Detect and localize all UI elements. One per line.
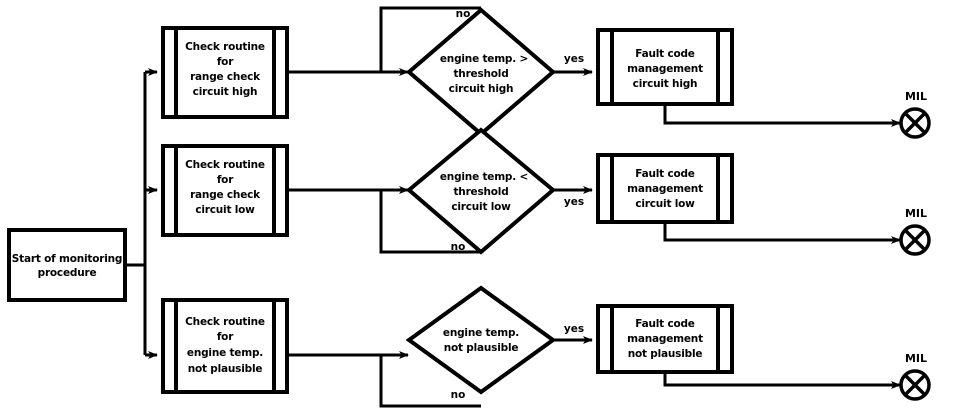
edge-label-yes-low: yes [564,196,584,208]
lamp-icon [899,369,931,401]
start-node[interactable]: Start of monitoring procedure [7,228,127,302]
edge-label-no-low: no [451,241,466,253]
mil-output-low[interactable]: MIL [899,207,931,256]
edge-label-yes-plausible: yes [564,323,584,335]
mil-label-high: MIL [905,90,927,103]
check-routine-low-line4: circuit low [195,204,255,216]
check-routine-box-low[interactable]: Check routine for range check circuit lo… [161,144,289,237]
fault-code-box-plausible[interactable]: Fault code management not plausible [596,304,734,374]
connector-start-to-trunk [125,72,147,355]
check-routine-high-line3: range check [190,71,261,83]
check-routine-box-high[interactable]: Check routine for range check circuit hi… [161,26,289,119]
connector-fault-low-to-mil-low [663,222,901,244]
decision-high-line2: threshold [453,68,508,80]
check-routine-high-line2: for [217,56,234,68]
fault-code-box-high[interactable]: Fault code management circuit high [596,28,734,106]
check-routine-plausible-line3: engine temp. [187,347,263,359]
connector-no-loop-high [379,6,481,74]
check-routine-low-line2: for [217,174,234,186]
start-node-label-line2: procedure [38,267,97,279]
check-routine-low-line1: Check routine [185,159,265,171]
fault-code-low-line1: Fault code [635,168,695,180]
check-routine-box-plausible[interactable]: Check routine for engine temp. not plaus… [161,298,289,394]
mil-label-low: MIL [905,207,927,220]
decision-diamond-high[interactable]: engine temp. > threshold circuit high [405,7,557,137]
mil-output-high[interactable]: MIL [899,90,931,139]
decision-plausible-line1: engine temp. [443,327,519,339]
check-routine-plausible-line1: Check routine [185,316,265,328]
connector-no-loop-low [379,188,481,254]
decision-low-line1: engine temp. < [440,171,528,183]
lamp-icon [899,224,931,256]
edge-label-no-plausible: no [451,389,466,401]
decision-low-line2: threshold [453,186,508,198]
connector-fault-plausible-to-mil-plausible [663,372,901,389]
fault-code-low-line3: circuit low [635,198,695,210]
connector-fault-high-to-mil-high [663,104,901,127]
mil-label-plausible: MIL [905,352,927,365]
fault-code-box-low[interactable]: Fault code management circuit low [596,153,734,224]
edge-label-no-high: no [456,8,471,20]
connector-no-loop-plausible [379,353,481,408]
decision-high-line1: engine temp. > [440,53,528,65]
check-routine-high-line1: Check routine [185,41,265,53]
decision-plausible-line2: not plausible [444,342,519,354]
check-routine-plausible-line4: not plausible [188,363,263,375]
fault-code-high-line3: circuit high [633,78,698,90]
decision-low-line3: circuit low [451,201,511,213]
check-routine-plausible-line2: for [217,331,234,343]
fault-code-plausible-line2: management [627,333,703,345]
fault-code-high-line1: Fault code [635,48,695,60]
edge-label-yes-high: yes [564,53,584,65]
mil-output-plausible[interactable]: MIL [899,352,931,401]
decision-high-line3: circuit high [449,83,514,95]
fault-code-plausible-line3: not plausible [628,348,703,360]
start-node-label-line1: Start of monitoring [12,253,122,265]
lamp-icon [899,107,931,139]
decision-diamond-low[interactable]: engine temp. < threshold circuit low [405,127,557,255]
fault-code-high-line2: management [627,63,703,75]
fault-code-plausible-line1: Fault code [635,318,695,330]
fault-code-low-line2: management [627,183,703,195]
decision-diamond-plausible[interactable]: engine temp. not plausible [405,285,557,395]
check-routine-high-line4: circuit high [193,86,258,98]
check-routine-low-line3: range check [190,189,261,201]
